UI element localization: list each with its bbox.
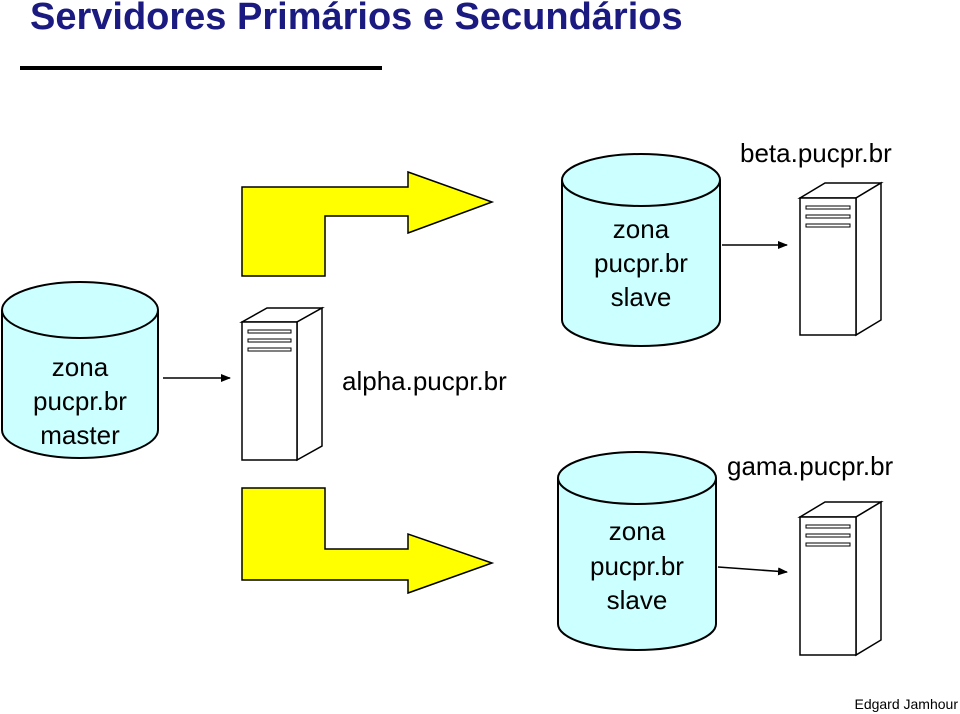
page-title: Servidores Primários e Secundários [30,0,683,38]
zone-transfer-arrow-bottom [241,487,495,595]
slave-zone-bottom-database: zona pucpr.br slave [557,451,717,651]
master-zone-database: zona pucpr.br master [1,281,159,459]
secondary-server-top-label: beta.pucpr.br [740,138,892,168]
footer-author: Edgard Jamhour [854,696,958,712]
slave-bottom-line1: zona [609,516,666,546]
slave-bottom-line3: slave [607,585,668,615]
secondary-server-bottom-icon [797,500,884,657]
master-zone-line1: zona [52,352,109,382]
slave-top-line3: slave [611,282,672,312]
title-underline [20,66,382,70]
slave-bottom-to-server-arrow [717,566,788,576]
zone-transfer-arrow-top [241,170,495,277]
primary-server-label: alpha.pucpr.br [342,366,507,396]
slave-bottom-line2: pucpr.br [590,551,684,581]
slave-top-line2: pucpr.br [594,248,688,278]
slave-zone-top-database: zona pucpr.br slave [561,153,721,347]
primary-server-icon [239,306,325,462]
slave-top-line1: zona [613,214,670,244]
secondary-server-bottom-label: gama.pucpr.br [727,451,894,481]
secondary-server-top-icon [797,181,884,337]
master-zone-line3: master [40,420,120,450]
master-zone-line2: pucpr.br [33,386,127,416]
